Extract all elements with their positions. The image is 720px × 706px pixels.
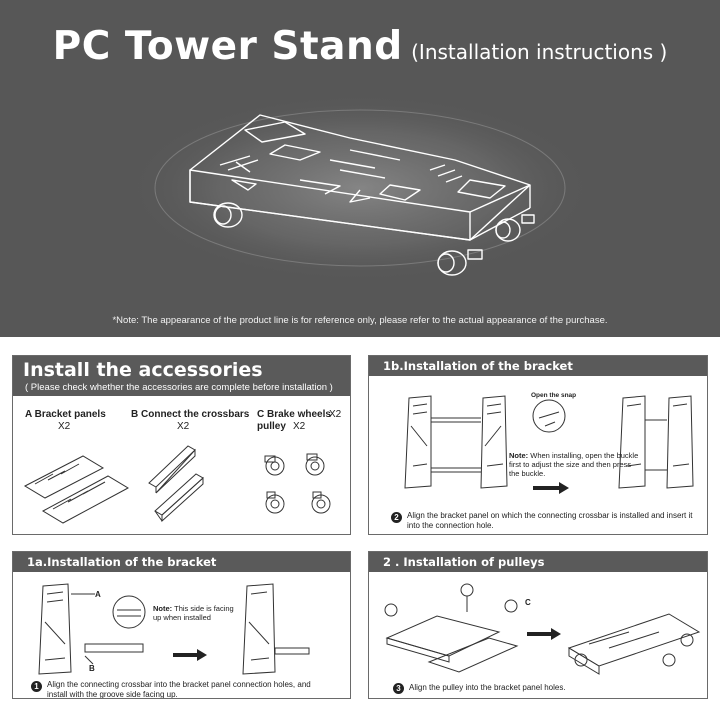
item-b-qty: X2 <box>177 421 190 432</box>
open-snap-label: Open the snap <box>531 392 577 399</box>
step-2-badge: 2 <box>391 512 402 523</box>
install-1b-note: Note: When installing, open the buckle f… <box>509 451 639 478</box>
step-1-badge: 1 <box>31 681 42 692</box>
install-1b-note-text: When installing, open the buckle first t… <box>509 451 639 478</box>
item-c-qty2: X2 <box>293 421 306 432</box>
page-subtitle: (Installation instructions ) <box>411 40 668 64</box>
install-1b-drawings <box>404 395 694 494</box>
hero-banner: PC Tower Stand (Installation instruction… <box>0 0 720 337</box>
install-1b-caption: Align the bracket panel on which the con… <box>407 511 693 530</box>
label-c: C <box>525 598 531 607</box>
bracket-panel-drawing <box>23 455 130 524</box>
hero-note: *Note: The appearance of the product lin… <box>112 315 608 326</box>
stand-illustration <box>125 93 595 283</box>
install-1a-header: 1a.Installation of the bracket <box>13 552 350 572</box>
item-b-name: B Connect the crossbars <box>131 409 250 420</box>
item-c-qty: X2 <box>329 409 342 420</box>
accessories-header: Install the accessories ( Please check w… <box>13 356 350 396</box>
install-1a-title: 1a.Installation of the bracket <box>27 555 217 569</box>
accessories-panel: Install the accessories ( Please check w… <box>12 355 351 535</box>
accessories-subtitle: ( Please check whether the accessories a… <box>25 382 333 393</box>
item-c-name: C Brake wheels <box>257 409 331 420</box>
install-1b-panel: 1b.Installation of the bracket Open the … <box>368 355 708 535</box>
install-1a-note-label: Note: <box>153 604 173 613</box>
crossbar-drawing <box>148 445 204 523</box>
accessories-drawings <box>23 445 331 524</box>
install-2-title: 2 . Installation of pulleys <box>383 555 545 569</box>
item-a-name: A Bracket panels <box>25 409 106 420</box>
wheel-drawing <box>264 453 331 514</box>
label-a: A <box>95 590 101 599</box>
install-1a-panel: 1a.Installation of the bracket A B Note:… <box>12 551 351 699</box>
install-1a-drawings <box>38 583 310 675</box>
install-2-drawings <box>384 583 701 675</box>
item-a-qty: X2 <box>58 421 71 432</box>
install-1a-caption: Align the connecting crossbar into the b… <box>47 680 311 699</box>
accessories-title: Install the accessories <box>23 359 263 381</box>
hero-title: PC Tower Stand (Installation instruction… <box>0 24 720 69</box>
install-2-header: 2 . Installation of pulleys <box>369 552 707 572</box>
install-1a-note-text: This side is facing up when installed <box>153 604 234 622</box>
step-3-badge: 3 <box>393 683 404 694</box>
label-b: B <box>89 664 95 673</box>
item-c-name2: pulley <box>257 421 286 432</box>
install-1b-header: 1b.Installation of the bracket <box>369 356 707 376</box>
install-2-caption: Align the pulley into the bracket panel … <box>409 683 566 692</box>
install-1b-note-label: Note: <box>509 451 529 460</box>
install-1b-title: 1b.Installation of the bracket <box>383 359 573 373</box>
page-title: PC Tower Stand <box>52 24 403 69</box>
install-1a-note: Note: This side is facing up when instal… <box>153 604 243 622</box>
install-2-panel: 2 . Installation of pulleys C 3 Align th… <box>368 551 708 699</box>
